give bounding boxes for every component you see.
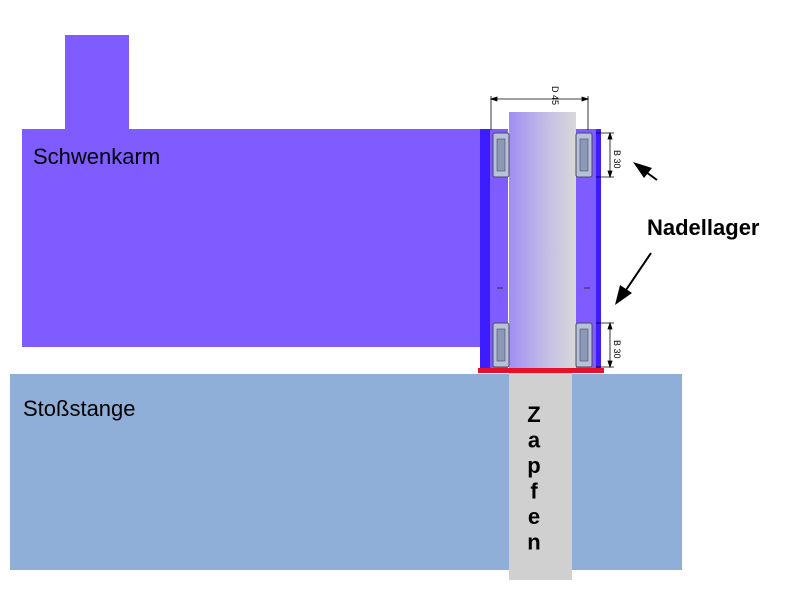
needle-bearing-bottom-right [575,322,593,368]
needle-bearing-top-left [492,132,510,178]
pin-label-letter: a [528,428,541,453]
pin-label-letter: p [527,453,540,478]
arrow-icon-lower [615,252,652,305]
pin-label-letter: e [528,504,540,529]
arrow-icon-upper [633,162,658,181]
dimension-width-top [596,131,614,179]
swing-arm-body [22,129,484,347]
needle-bearing-label: Nadellager [647,215,760,240]
pin-label-letter: f [530,479,538,504]
needle-bearing-bottom-left [492,322,510,368]
dimension-diameter-label: D 45 [550,86,560,105]
bumper-label: Stoßstange [23,396,136,421]
pin-label-letter: n [527,530,540,555]
hub-outer-right [596,129,601,370]
seal-ring [478,368,604,373]
dimension-width-top-label: B 30 [612,150,622,169]
dimension-diameter [489,96,590,130]
pin-upper [509,112,576,370]
hub-outer-left [480,129,490,370]
swing-arm-label: Schwenkarm [33,144,160,169]
hub-left-wall [490,129,508,370]
dimension-width-bottom [596,321,614,369]
dimension-width-bottom-label: B 30 [612,340,622,359]
needle-bearing-top-right [575,132,593,178]
pin-lower [509,368,572,580]
hub-right-wall [576,129,598,370]
pin-label-letter: Z [527,402,540,427]
swing-arm-tab [65,35,129,131]
